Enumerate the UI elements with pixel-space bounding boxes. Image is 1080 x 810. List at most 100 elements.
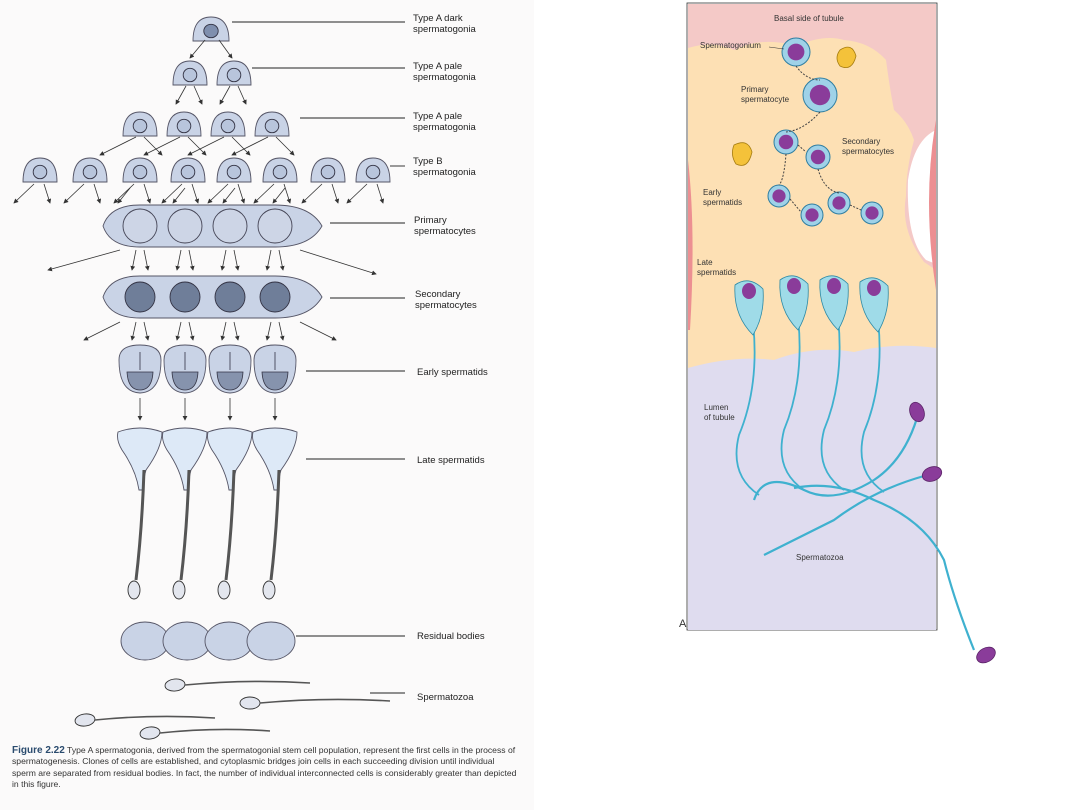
late-spermatid-cytoplasm (117, 427, 163, 491)
late-spermatid-head (867, 280, 881, 296)
lineage-arrow (278, 321, 285, 341)
label-spermatozoa-r: Spermatozoa (796, 553, 844, 562)
figure-caption: Figure 2.22 Type A spermatogonia, derive… (12, 745, 517, 791)
late-spermatid-tail (224, 469, 236, 581)
early-spermatid-nucleus (261, 371, 289, 391)
label-spermatogonium: Spermatogonium (700, 41, 761, 50)
lineage-arrow (187, 136, 225, 156)
late-spermatid-tail (179, 469, 191, 581)
lineage-arrow (93, 183, 102, 204)
lineage-arrow (231, 136, 251, 156)
lineage-arrow (143, 136, 163, 156)
late-spermatid-tail (780, 289, 805, 491)
early-spermatid-nucleus (216, 371, 244, 391)
lineage-arrow (175, 85, 187, 105)
label-type-b: Type B spermatogonia (413, 156, 476, 178)
label-type-a-dark: Type A dark spermatogonia (413, 13, 476, 35)
lineage-arrow (218, 39, 233, 59)
lineage-arrow (130, 249, 137, 271)
lineage-arrow (220, 321, 227, 341)
spermatozoon-head (139, 726, 161, 740)
lineage-arrow (220, 249, 227, 271)
lineage-arrow (219, 85, 231, 105)
residual-body (120, 621, 170, 661)
spermatogonium-nucleus (272, 164, 288, 180)
late-spermatid-body (779, 275, 809, 331)
spermatozoon-head (74, 713, 96, 727)
late-spermatid-tail (269, 469, 281, 581)
lineage-arrow (278, 249, 285, 271)
lineage-arrow (175, 249, 182, 271)
early-spermatid-nucleus (126, 371, 154, 391)
lineage-arrow (143, 136, 181, 156)
late-spermatid-cytoplasm (207, 427, 253, 491)
lineage-arrow (275, 136, 295, 156)
secondary-spermatocyte-nucleus (259, 281, 291, 313)
late-spermatid-tail (820, 289, 845, 491)
late-spermatid-head (172, 580, 186, 600)
spermatogonium-nucleus (220, 118, 236, 134)
label-late-spermatids-r: Late spermatids (697, 258, 737, 277)
spermatozoon-head (239, 696, 261, 710)
spermatogonium-nucleus (132, 118, 148, 134)
lineage-arrow (233, 321, 240, 341)
label-panel-letter: A (679, 618, 687, 630)
spermatogonium-nucleus (182, 67, 198, 83)
early-spermatid-nucleus (832, 196, 846, 210)
label-residual-bodies: Residual bodies (417, 631, 485, 642)
lineage-arrow (175, 321, 182, 341)
lineage-arrow (143, 183, 152, 204)
spermatogonium-nucleus (82, 164, 98, 180)
label-basal-side: Basal side of tubule (774, 14, 844, 23)
spermatogonium-nucleus (132, 164, 148, 180)
lineage-arrow (233, 249, 240, 271)
sertoli-nucleus-upper (836, 46, 857, 69)
spermatozoon-tail (259, 698, 391, 704)
spermatogonium-nucleus (203, 23, 219, 39)
spermatogenesis-lineage-diagram (13, 16, 405, 740)
lineage-arrow (172, 187, 186, 204)
lineage-arrow (237, 85, 247, 105)
lineage-arrow (299, 321, 337, 341)
late-spermatid-head (262, 580, 276, 600)
lineage-arrow (13, 183, 35, 204)
primary-spermatocyte-nucleus (212, 208, 248, 244)
residual-body (162, 621, 212, 661)
late-spermatid-cytoplasm (162, 427, 208, 491)
secondary-spermatocyte-nucleus (124, 281, 156, 313)
early-spermatid-nucleus (805, 208, 819, 222)
late-spermatid-body (859, 277, 889, 333)
label-spermatozoa: Spermatozoa (417, 692, 474, 703)
caption-text: Type A spermatogonia, derived from the s… (12, 745, 517, 790)
left-basal-edge (688, 160, 693, 330)
lineage-arrow (265, 321, 272, 341)
lumen-sperm-tail (763, 474, 925, 556)
spermatogonium-nucleus (180, 164, 196, 180)
spermatogonium-nucleus (320, 164, 336, 180)
lineage-arrow (161, 183, 183, 204)
primary-spermatocyte-nucleus (167, 208, 203, 244)
label-lumen: Lumen of tubule (704, 403, 735, 422)
lineage-arrow (253, 183, 275, 204)
late-spermatid-head (217, 580, 231, 600)
primary-spermatocyte-nucleus (122, 208, 158, 244)
lineage-arrow (191, 183, 200, 204)
late-spermatid-tail (735, 294, 760, 496)
lineage-arrow (231, 136, 269, 156)
lineage-arrow (299, 249, 377, 276)
lineage-arrow (117, 187, 131, 204)
lumen-sperm-tail (793, 484, 976, 651)
spermatogonium-nucleus (365, 164, 381, 180)
lumen-region (688, 345, 936, 630)
primary-spermatocyte-nucleus (809, 84, 831, 106)
lumen-sperm-head (976, 646, 996, 664)
early-spermatid-nucleus (865, 206, 879, 220)
figure-number: Figure 2.22 (12, 745, 65, 756)
late-spermatid-head (827, 278, 841, 294)
late-spermatid-cytoplasm (252, 427, 298, 491)
label-primary-spermatocyte: Primary spermatocyte (741, 85, 790, 104)
lineage-arrow (376, 183, 385, 204)
sertoli-nucleus-lower (732, 142, 753, 166)
lineage-arrow (113, 183, 135, 204)
lineage-arrow (188, 249, 195, 271)
